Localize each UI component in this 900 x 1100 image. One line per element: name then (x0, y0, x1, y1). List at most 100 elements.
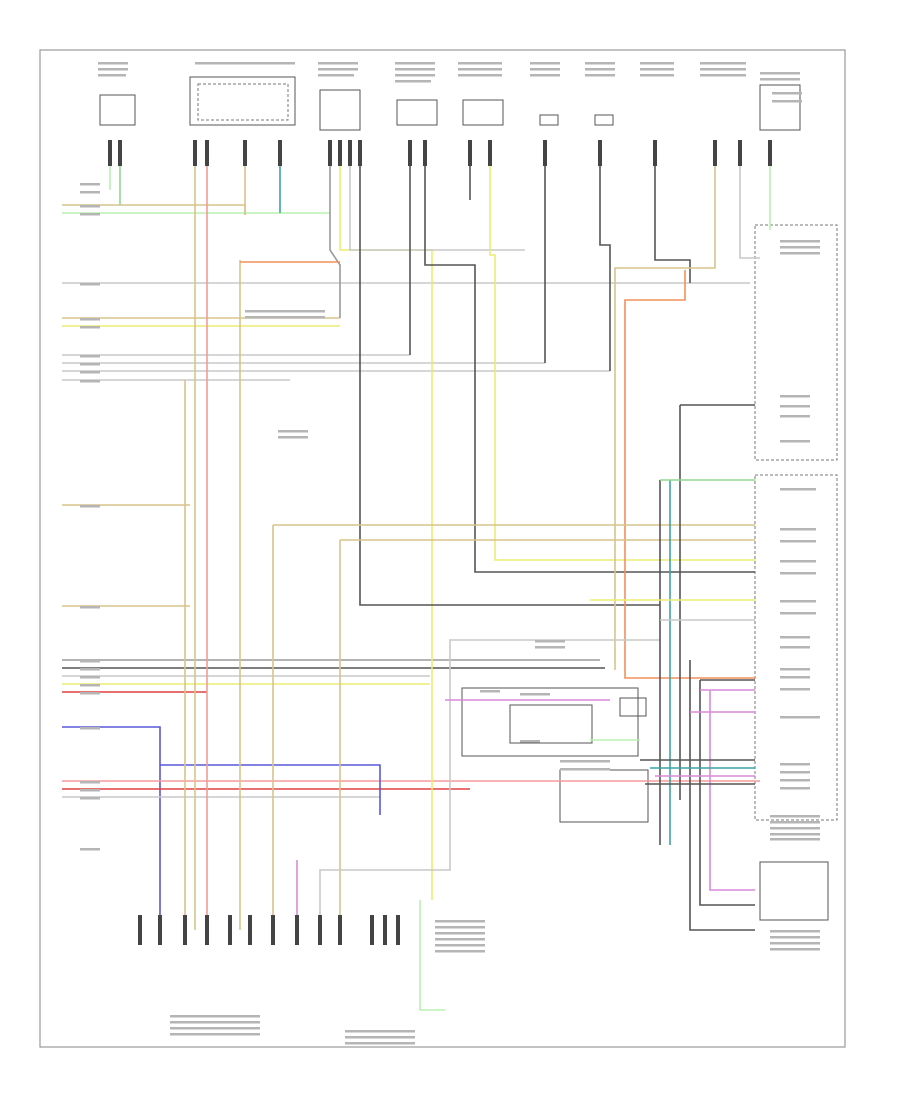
component-box (99, 94, 136, 126)
label-stub (80, 606, 100, 609)
label-stub (770, 833, 820, 836)
label-stub (640, 74, 674, 77)
label-stub (770, 838, 820, 841)
label-stub (780, 415, 810, 418)
label-stub (80, 355, 100, 358)
label-stub (772, 100, 802, 103)
label-stub (780, 240, 820, 243)
wire-tan (614, 140, 716, 670)
label-stub (780, 676, 810, 679)
connector-pin (118, 140, 122, 166)
label-stub (80, 676, 100, 679)
component-box (539, 114, 559, 126)
connector-pin (295, 915, 299, 945)
label-stub (80, 371, 100, 374)
label-stub (760, 72, 800, 75)
label-stub (780, 779, 810, 782)
label-stub (195, 62, 295, 65)
connector-pin (158, 915, 162, 945)
label-stub (780, 488, 816, 491)
label-stub (780, 528, 816, 531)
label-stub (780, 600, 816, 603)
label-stub (98, 62, 128, 65)
label-stub (780, 405, 810, 408)
wire-group (62, 140, 771, 1011)
label-stub (780, 688, 810, 691)
connector-pin (205, 915, 209, 945)
connector-pin (248, 915, 252, 945)
connector-pin (183, 915, 187, 945)
label-stub (770, 821, 820, 824)
connector-pin (338, 915, 342, 945)
label-stub (700, 74, 746, 77)
label-stub (760, 78, 800, 81)
label-stub (345, 1036, 415, 1039)
label-stub (395, 74, 435, 77)
label-stub (780, 572, 816, 575)
label-stub (395, 68, 435, 71)
connector-pin (318, 915, 322, 945)
component-box-dashed (197, 83, 289, 121)
label-stub (98, 68, 128, 71)
right-components (461, 224, 838, 921)
label-stub (80, 191, 100, 194)
label-stub (585, 62, 615, 65)
wire-blue (62, 726, 161, 930)
connector-pin (205, 140, 209, 166)
label-stub (780, 646, 810, 649)
label-stub (585, 74, 615, 77)
connector-pin (423, 140, 427, 166)
connector-pin (228, 915, 232, 945)
connector-pin (738, 140, 742, 166)
label-stub (780, 636, 810, 639)
component-box (319, 89, 361, 131)
label-stub (80, 205, 100, 208)
component-box (462, 99, 504, 126)
connector-pin (396, 915, 400, 945)
label-stub (770, 815, 820, 818)
label-stub (435, 944, 485, 947)
label-stub (80, 363, 100, 366)
label-stub (458, 74, 502, 77)
label-stub (435, 938, 485, 941)
wire-yellow (489, 140, 755, 561)
label-stub (780, 771, 810, 774)
label-stub (780, 668, 810, 671)
label-stub (395, 62, 435, 65)
wire-darkgray (699, 680, 755, 906)
label-stub (80, 213, 100, 216)
wire-darkgray (689, 660, 755, 931)
label-stub (780, 560, 816, 563)
label-stub (80, 789, 100, 792)
label-stub (318, 74, 354, 77)
label-stub (245, 316, 325, 319)
wire-lightgray (319, 639, 660, 930)
connector-pin (328, 140, 332, 166)
connector-pins (108, 140, 772, 945)
connector-pin (243, 140, 247, 166)
component-box (396, 99, 438, 126)
label-stub (770, 948, 820, 951)
label-stub (700, 62, 746, 65)
connector-pin (271, 915, 275, 945)
connector-pin (543, 140, 547, 166)
label-stub (80, 326, 100, 329)
connector-pin (348, 140, 352, 166)
connector-pin (713, 140, 717, 166)
label-stub (80, 505, 100, 508)
wire-lightgreen (419, 900, 445, 1011)
connector-pin (768, 140, 772, 166)
connector-pin (408, 140, 412, 166)
component-box (619, 697, 647, 717)
label-stub (780, 540, 816, 543)
connector-pin (383, 915, 387, 945)
label-stub (80, 797, 100, 800)
label-stub (640, 68, 674, 71)
label-stub (318, 68, 358, 71)
label-stub (770, 936, 820, 939)
component-box (594, 114, 614, 126)
component-box (189, 76, 296, 126)
component-box (759, 861, 829, 921)
label-stub (345, 1042, 415, 1045)
